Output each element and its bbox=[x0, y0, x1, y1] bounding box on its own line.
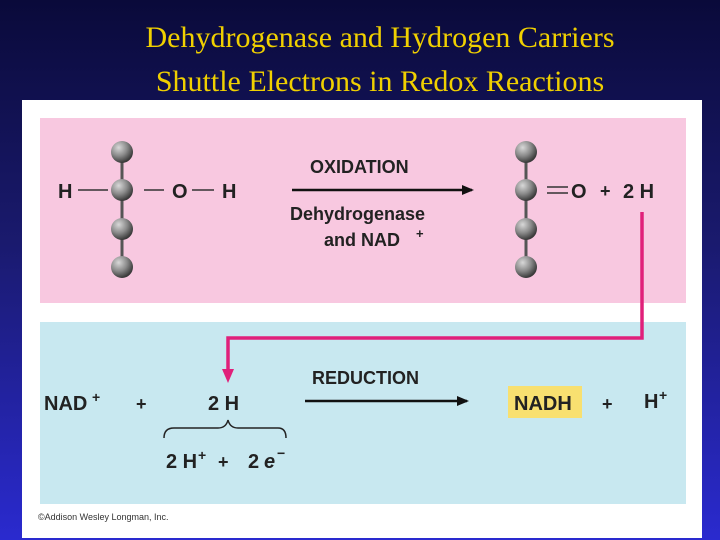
reduction-plus-1: + bbox=[136, 394, 147, 414]
nadh-highlight bbox=[508, 386, 582, 418]
left-h-label: H bbox=[58, 181, 72, 203]
h-plus-superscript: + bbox=[659, 387, 667, 403]
carbon-atom bbox=[515, 179, 537, 201]
oxidation-arrow-group: OXIDATION Dehydrogenase and NAD + bbox=[290, 157, 474, 250]
right-o-label: O bbox=[571, 181, 587, 203]
oxidation-label: OXIDATION bbox=[310, 157, 409, 177]
diagram-panel: ©Addison Wesley Longman, Inc. bbox=[22, 100, 702, 538]
carbon-atom bbox=[515, 141, 537, 163]
nad-label: NAD bbox=[44, 393, 87, 415]
brace bbox=[163, 419, 287, 439]
reduction-row: NAD + + 2 H REDUCTION NADH + H + 2 H + +… bbox=[44, 368, 667, 473]
carbon-atom bbox=[515, 218, 537, 240]
h-plus-label: H bbox=[644, 391, 658, 413]
title-line-2: Shuttle Electrons in Redox Reactions bbox=[155, 65, 605, 98]
bracket-2h-label: 2 H bbox=[166, 451, 197, 473]
electron-label: e bbox=[264, 451, 275, 473]
right-molecule: O + 2 H bbox=[515, 141, 654, 278]
carbon-atom bbox=[515, 256, 537, 278]
title-line-1: Dehydrogenase and Hydrogen Carriers bbox=[145, 21, 615, 54]
redox-diagram: H O H OXIDATION Dehydrogenase and NAD + … bbox=[44, 141, 667, 473]
nad-superscript: + bbox=[92, 389, 100, 405]
enzyme-line-2: and NAD bbox=[324, 230, 400, 250]
reduction-plus-2: + bbox=[602, 394, 613, 414]
carbon-atom bbox=[111, 218, 133, 240]
left-o-label: O bbox=[172, 181, 188, 203]
carbon-atom bbox=[111, 141, 133, 163]
reduction-label: REDUCTION bbox=[312, 368, 419, 388]
two-h-label: 2 H bbox=[208, 393, 239, 415]
oxidation-band bbox=[40, 118, 686, 303]
left-h2-label: H bbox=[222, 181, 236, 203]
bracket-plus: + bbox=[218, 452, 229, 472]
carbon-atom bbox=[111, 179, 133, 201]
electron-superscript: − bbox=[277, 445, 285, 461]
nadh-label: NADH bbox=[514, 393, 572, 415]
copyright-text: ©Addison Wesley Longman, Inc. bbox=[38, 512, 169, 522]
oxidation-plus: + bbox=[600, 181, 611, 201]
shuttle-arrow bbox=[222, 212, 644, 383]
right-2h-label: 2 H bbox=[623, 181, 654, 203]
left-molecule: H O H bbox=[58, 141, 236, 278]
bracket-2-label: 2 bbox=[248, 451, 259, 473]
enzyme-line-1: Dehydrogenase bbox=[290, 204, 425, 224]
bracket-2h-superscript: + bbox=[198, 447, 206, 463]
carbon-atom bbox=[111, 256, 133, 278]
enzyme-superscript: + bbox=[416, 226, 424, 241]
